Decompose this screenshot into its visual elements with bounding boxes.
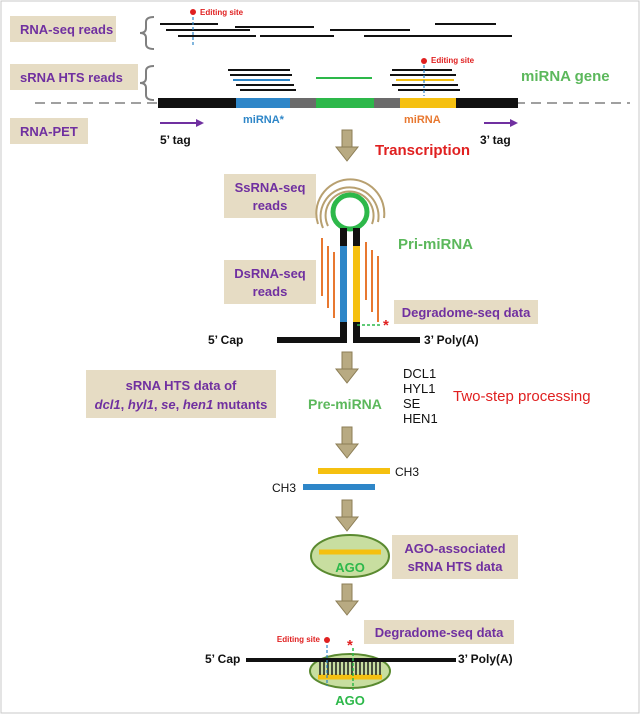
tag5-label: 5’ tag: [160, 133, 191, 147]
mirna-gene-label: miRNA gene: [521, 68, 610, 85]
gene-segment-loop: [316, 98, 374, 108]
rna-pet-label: RNA-PET: [20, 124, 78, 139]
degradome-label-2: Degradome-seq data: [375, 625, 504, 640]
pri-cap5-label: 5’ Cap: [208, 333, 243, 347]
ssrna-read-arcs: [315, 178, 386, 229]
srna-read-lines: [228, 69, 460, 91]
dsrna-seq-label-1: DsRNA-seq: [234, 266, 306, 281]
factor-hen1: HEN1: [403, 411, 438, 426]
gene-segment-right: [456, 98, 518, 108]
rna-seq-reads-label: RNA-seq reads: [20, 22, 113, 37]
ch3-label-right: CH3: [395, 465, 419, 479]
ago-complex: [310, 534, 390, 578]
degradome-box-1: [394, 300, 538, 324]
gene-segment-mirna-star: [236, 98, 290, 108]
editing-site-label-top: Editing site: [200, 8, 244, 17]
srna-hts-reads-label: sRNA HTS reads: [20, 70, 123, 85]
srna-mutants-box: [86, 370, 276, 418]
srna-hts-reads-box: [10, 64, 138, 90]
target-cap5-label: 5’ Cap: [205, 652, 240, 666]
mutant-hyl1: hyl1: [128, 397, 154, 412]
stem-upper-right: [353, 228, 360, 246]
arrow-to-ago: [335, 499, 359, 532]
stem-mirna-star: [340, 246, 347, 322]
ssrna-seq-box: [224, 174, 316, 218]
ago-associated-label-1: AGO-associated: [404, 541, 505, 556]
pre-mirna-label: Pre-miRNA: [308, 396, 382, 412]
srna-mutants-label-2: dcl1, hyl1, se, hen1 mutants: [95, 397, 268, 412]
degradome-box-2: [364, 620, 514, 644]
pri-mirna-terminal-loop: [330, 192, 370, 232]
two-step-processing-label: Two-step processing: [453, 388, 591, 405]
srna-brace: [139, 65, 155, 101]
dsrna-seq-box: [224, 260, 316, 304]
rna-pet-box: [10, 118, 88, 144]
pri-mirna-label: Pri-miRNA: [398, 236, 473, 253]
ssrna-seq-label-1: SsRNA-seq: [235, 180, 306, 195]
factor-hyl1: HYL1: [403, 381, 436, 396]
mutant-hen1: hen1: [183, 397, 213, 412]
stem-mirna: [353, 246, 360, 322]
factor-dcl1: DCL1: [403, 366, 436, 381]
gene-segment-left: [158, 98, 236, 108]
rna-seq-read-lines: [160, 23, 512, 37]
dsrna-seq-label-2: reads: [253, 284, 288, 299]
transcription-label: Transcription: [375, 142, 470, 159]
target-polya-label: 3’ Poly(A): [458, 652, 513, 666]
pri-polya-label: 3’ Poly(A): [424, 333, 479, 347]
stem-upper-left: [340, 228, 347, 246]
editing-site-label-target: Editing site: [277, 635, 321, 644]
stem-lower-left: [340, 322, 347, 340]
rna-seq-reads-box: [10, 16, 116, 42]
ch3-label-left: CH3: [272, 481, 296, 495]
editing-site-pin-target: [324, 637, 330, 643]
arrow-to-duplex: [335, 426, 359, 459]
gene-segment-spacer-2: [374, 98, 400, 108]
base-pairing-ticks: [319, 662, 381, 675]
cleavage-star-1: *: [383, 317, 389, 334]
degradome-label-1: Degradome-seq data: [402, 305, 531, 320]
stem-lower-right: [353, 322, 360, 340]
mutants-suffix: mutants: [217, 397, 268, 412]
arrow-to-pre-mirna: [335, 351, 359, 384]
tag5-arrowhead: [196, 119, 204, 127]
arrow-to-target: [335, 583, 359, 616]
gene-segment-mirna: [400, 98, 456, 108]
srna-mutants-label-1: sRNA HTS data of: [126, 378, 237, 393]
cleavage-star-2: *: [347, 637, 353, 654]
mutant-dcl1: dcl1: [95, 397, 121, 412]
editing-site-label-srna: Editing site: [431, 56, 475, 65]
ago-label-1: AGO: [335, 560, 365, 575]
ago-associated-label-2: sRNA HTS data: [408, 559, 504, 574]
editing-site-pin-top: [190, 9, 196, 15]
rna-seq-brace: [139, 16, 155, 50]
ago-associated-box: [392, 535, 518, 579]
editing-site-pin-srna: [421, 58, 427, 64]
dsrna-read-lines: [321, 238, 379, 322]
arrow-transcription: [335, 129, 359, 162]
mirna-star-label: miRNA*: [243, 114, 285, 126]
tag3-label: 3’ tag: [480, 133, 511, 147]
mirna-label-gene: miRNA: [404, 114, 441, 126]
factor-se: SE: [403, 396, 421, 411]
ssrna-seq-label-2: reads: [253, 198, 288, 213]
ago-label-2: AGO: [335, 693, 365, 708]
mutant-se: se: [161, 397, 175, 412]
gene-segment-spacer-1: [290, 98, 316, 108]
tag3-arrowhead: [510, 119, 518, 127]
